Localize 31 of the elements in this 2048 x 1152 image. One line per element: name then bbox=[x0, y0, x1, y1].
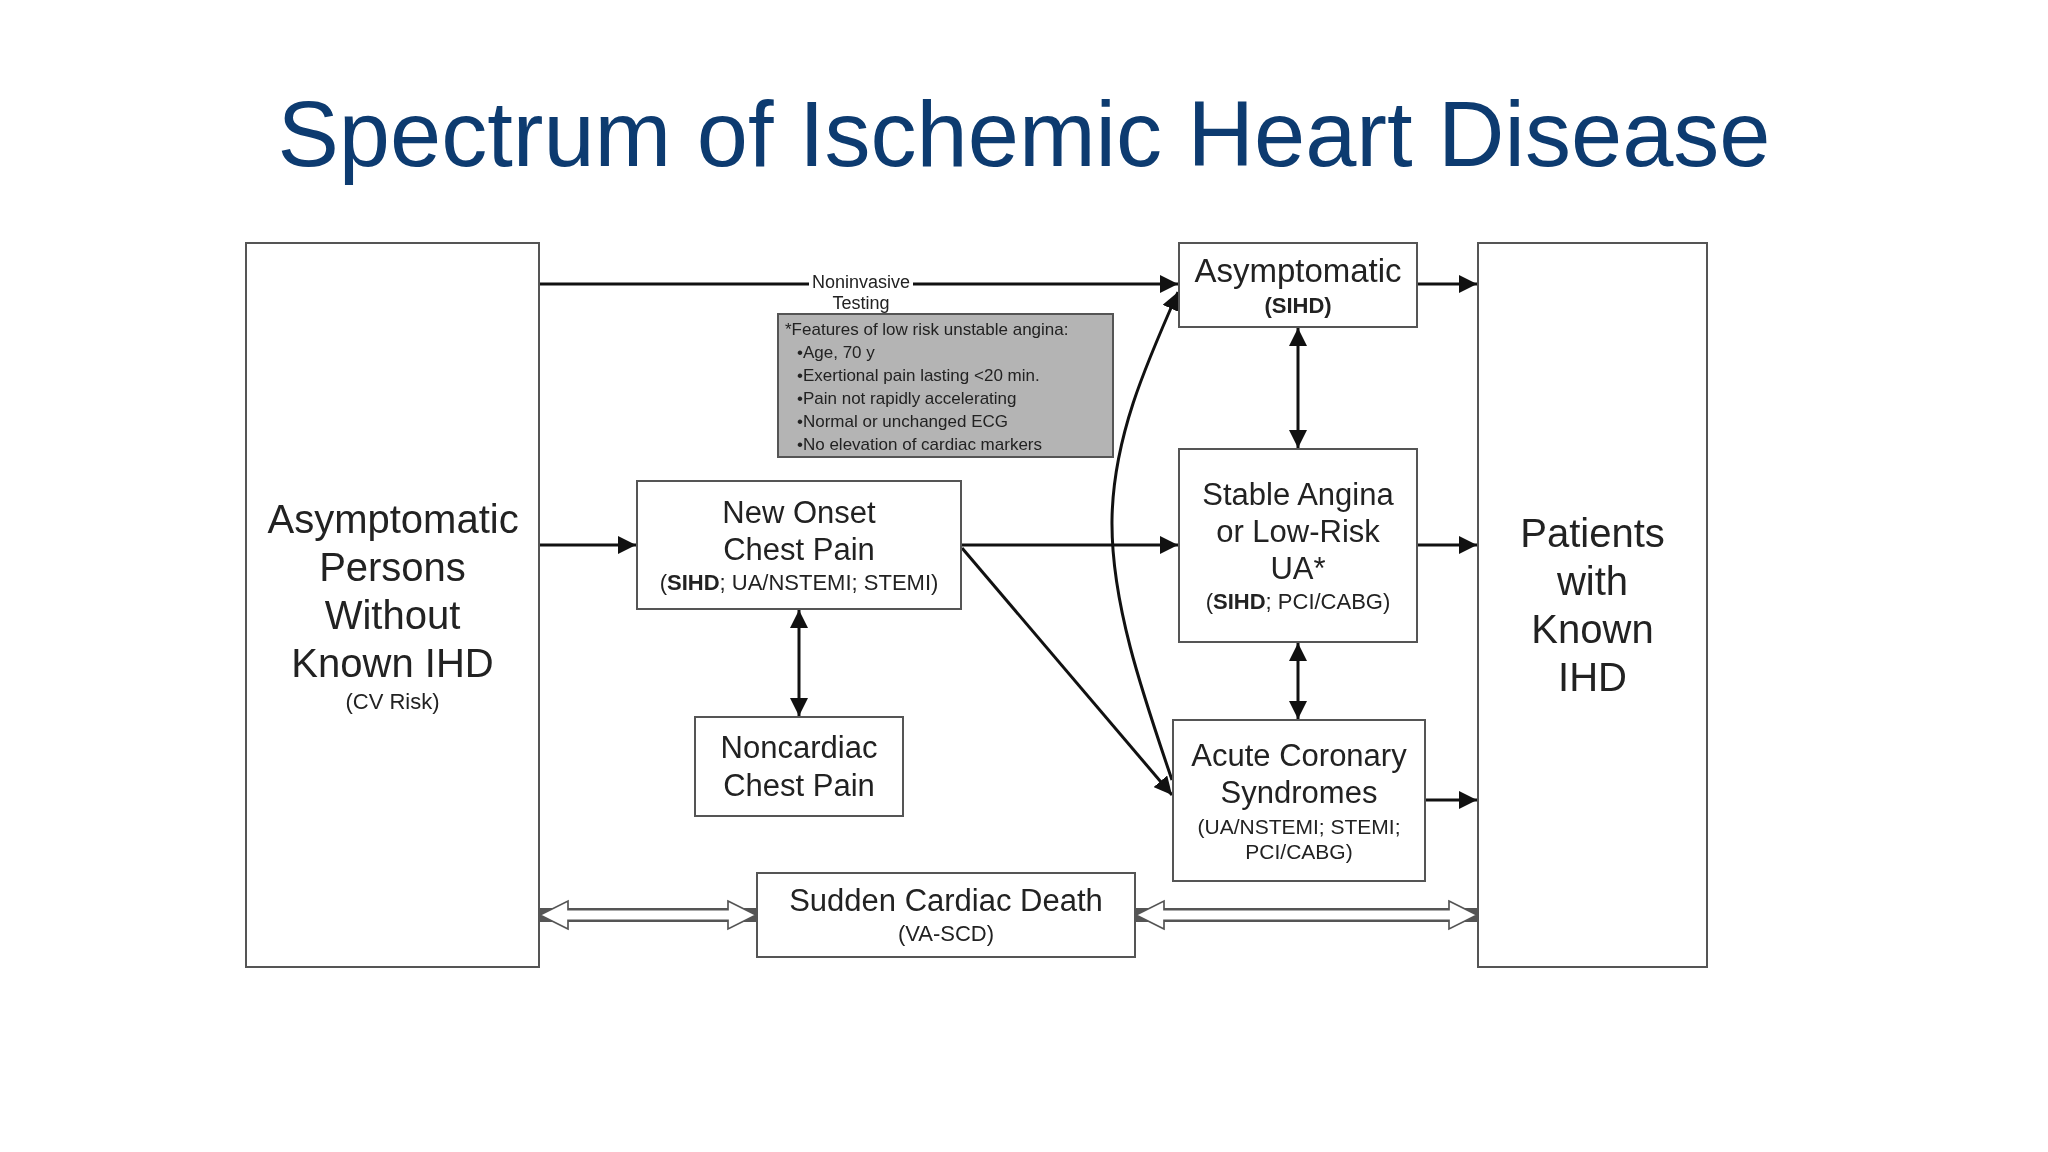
bullet-item: •Age, 70 y bbox=[797, 341, 875, 364]
node-title: Noncardiac Chest Pain bbox=[719, 729, 879, 804]
slide-title: Spectrum of Ischemic Heart Disease bbox=[276, 82, 1772, 187]
node-subtitle: (SIHD; UA/NSTEMI; STEMI) bbox=[659, 570, 939, 597]
state-box bbox=[1172, 719, 1426, 882]
node-subtitle: (SIHD; PCI/CABG) bbox=[1205, 589, 1391, 616]
node-subtitle: (CV Risk) bbox=[345, 688, 440, 716]
bullet-item: •No elevation of cardiac markers bbox=[797, 433, 1042, 456]
bullet-item: •Normal or unchanged ECG bbox=[797, 410, 1008, 433]
node-title: Patients with Known IHD bbox=[1519, 510, 1666, 701]
node-subtitle: (UA/NSTEMI; STEMI; PCI/CABG) bbox=[1196, 813, 1402, 864]
node-subtitle: (VA-SCD) bbox=[897, 921, 995, 948]
node-subtitle: (SIHD) bbox=[1264, 292, 1332, 319]
node-title: Sudden Cardiac Death bbox=[789, 882, 1103, 920]
node-title: New Onset Chest Pain bbox=[721, 493, 877, 568]
edge-label: Noninvasive Testing bbox=[809, 272, 913, 314]
state-box bbox=[694, 716, 904, 817]
node-title: Asymptomatic bbox=[1194, 251, 1402, 291]
state-box bbox=[1178, 448, 1418, 643]
category-box bbox=[245, 242, 540, 968]
node-title: Stable Angina or Low-Risk UA* bbox=[1201, 475, 1395, 588]
node-title: Acute Coronary Syndromes bbox=[1190, 737, 1408, 812]
bullet-item: •Exertional pain lasting <20 min. bbox=[797, 364, 1040, 387]
state-box bbox=[1178, 242, 1418, 328]
note-box bbox=[777, 313, 1114, 458]
category-box bbox=[1477, 242, 1708, 968]
bullet-item: •Pain not rapidly accelerating bbox=[797, 387, 1017, 410]
state-box bbox=[636, 480, 962, 610]
state-box bbox=[756, 872, 1136, 958]
node-title: Asymptomatic Persons Without Known IHD bbox=[267, 495, 518, 687]
note-heading: *Features of low risk unstable angina: bbox=[785, 319, 1069, 341]
